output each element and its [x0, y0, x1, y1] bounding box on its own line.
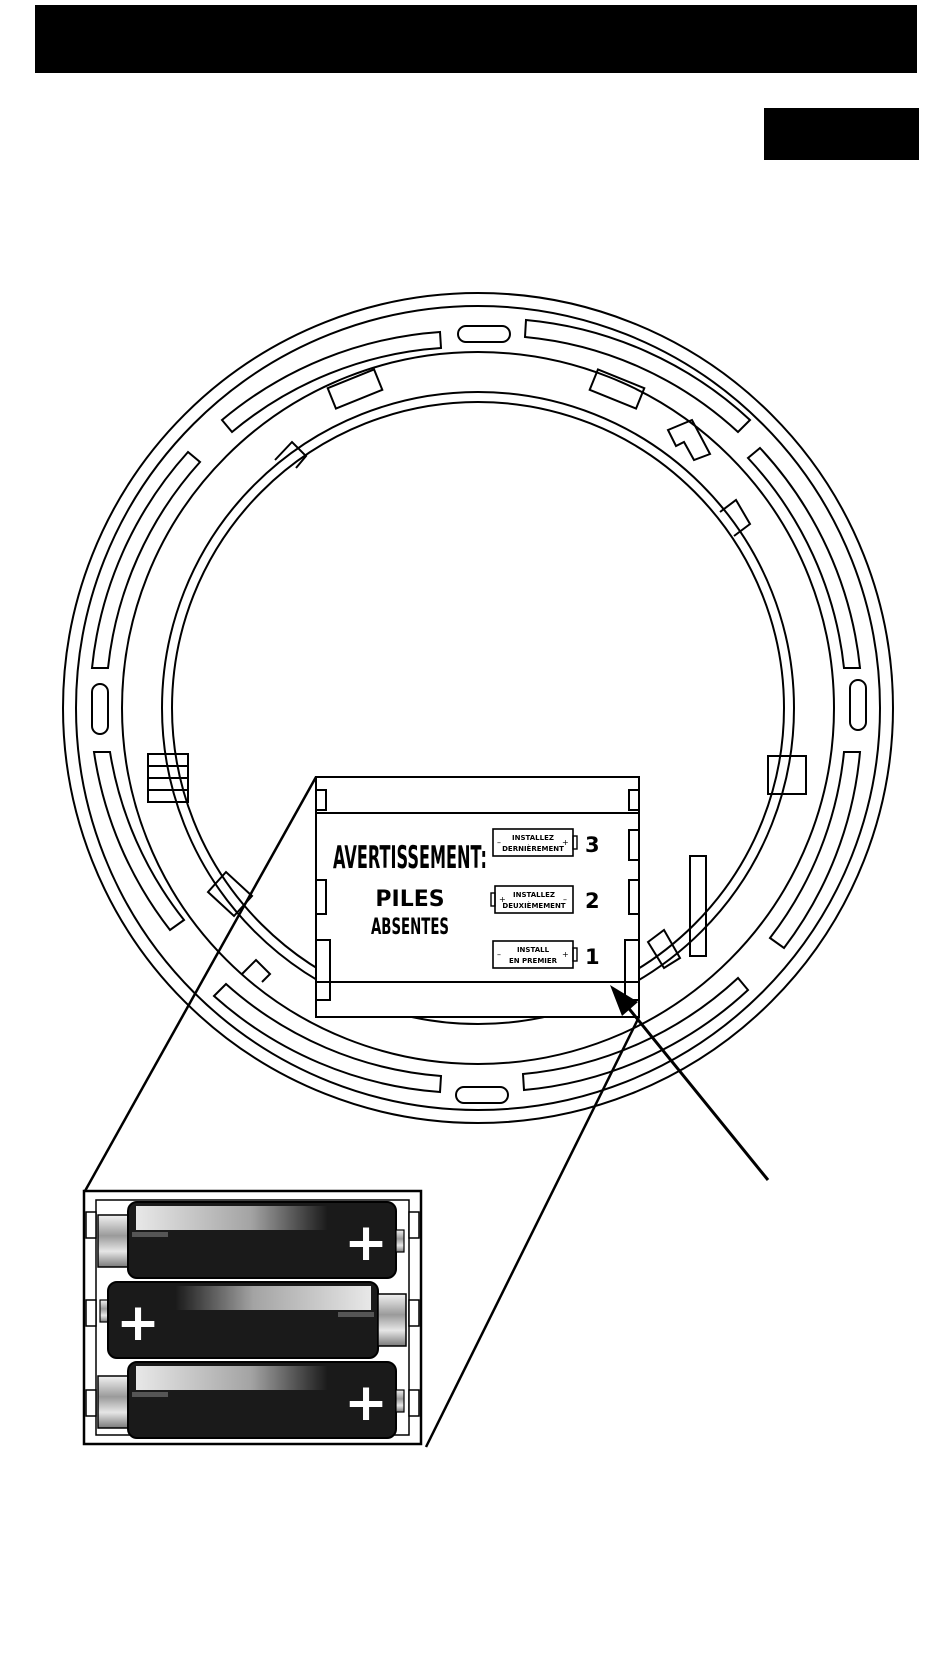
battery-3: +	[98, 1362, 404, 1438]
vent-stack	[148, 754, 188, 802]
pointer-arrow	[610, 985, 768, 1180]
slot-2-number: 2	[585, 889, 600, 913]
page-tab	[764, 108, 919, 160]
slot-3-line1: INSTALLEZ	[512, 834, 554, 842]
battery-compartment: AVERTISSEMENT: PILES ABSENTES – + INSTAL…	[316, 777, 639, 1017]
slot-1-minus: –	[497, 950, 501, 959]
slot-3-minus: –	[497, 838, 501, 847]
slot-2-line1: INSTALLEZ	[513, 891, 555, 899]
slot-1-number: 1	[585, 945, 600, 969]
slot-3-line2: DERNIÈREMENT	[502, 844, 564, 853]
slot-3-number: 3	[585, 833, 600, 857]
battery-zoom-view: + + +	[84, 1191, 421, 1444]
warning-line2: ABSENTES	[371, 915, 449, 940]
warning-line1: PILES	[375, 887, 444, 912]
battery-2: +	[100, 1282, 406, 1358]
battery-2-plus-icon: +	[116, 1293, 160, 1353]
battery-3-plus-icon: +	[344, 1373, 388, 1433]
warning-title: AVERTISSEMENT:	[333, 840, 487, 876]
slot-1-line2: EN PREMIER	[509, 957, 558, 965]
battery-1: +	[98, 1202, 404, 1278]
battery-1-plus-icon: +	[344, 1213, 388, 1273]
slot-1-plus: +	[562, 950, 569, 959]
slot-2-line2: DEUXIÈMEMENT	[502, 901, 565, 910]
header-banner	[35, 5, 917, 73]
slot-1-line1: INSTALL	[517, 946, 550, 954]
